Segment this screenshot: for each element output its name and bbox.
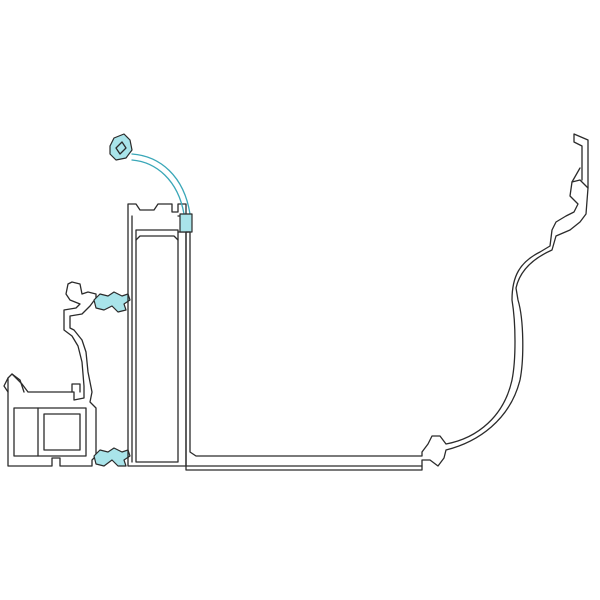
base-gutter-profile bbox=[185, 133, 589, 471]
seal-bulb bbox=[109, 133, 133, 161]
sash-profile bbox=[3, 281, 97, 467]
seal-arc bbox=[131, 153, 191, 215]
mullion-outline bbox=[127, 203, 187, 467]
seal-bulb-core bbox=[115, 141, 127, 155]
base-outline bbox=[185, 179, 589, 467]
top-seal bbox=[109, 133, 193, 233]
lower-gasket bbox=[93, 447, 131, 467]
seal-foot bbox=[179, 213, 193, 233]
seal-arc-inner bbox=[131, 159, 185, 215]
sash-glazing-hook bbox=[71, 383, 81, 393]
mullion-chamber-notch bbox=[135, 235, 179, 241]
sash-chamber-inner bbox=[43, 413, 81, 451]
sash-chamber-outer bbox=[13, 407, 87, 457]
mullion-profile bbox=[127, 203, 189, 467]
sash-outline bbox=[7, 281, 97, 467]
sash-drip-lip bbox=[3, 373, 25, 393]
gaskets bbox=[93, 291, 131, 467]
flange-top-lip bbox=[573, 133, 589, 189]
mullion-chamber bbox=[135, 229, 179, 463]
upper-gasket bbox=[93, 291, 131, 313]
flange-return bbox=[571, 167, 581, 183]
base-bottom-edge bbox=[185, 465, 423, 471]
